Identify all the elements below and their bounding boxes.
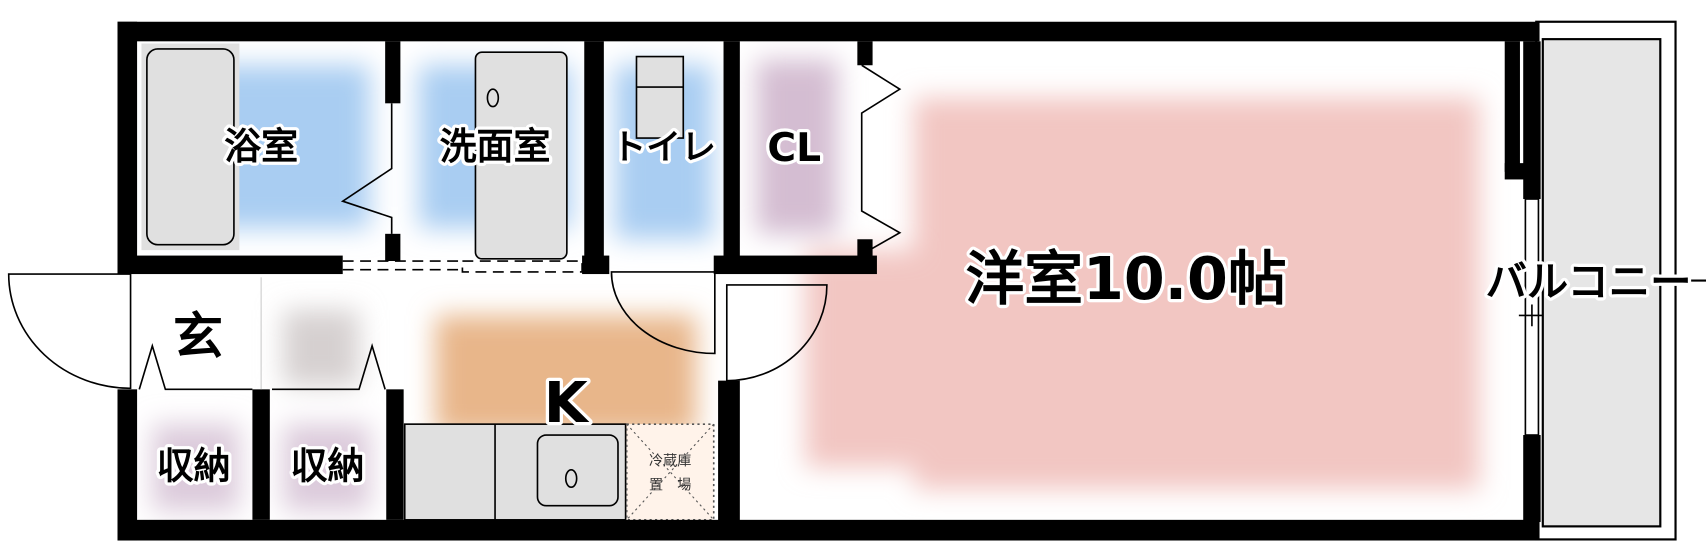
bath-label: 浴室	[224, 125, 298, 168]
fridge-space	[625, 423, 715, 521]
room-door	[725, 284, 828, 382]
entrance-label: 玄	[173, 307, 223, 365]
toilet	[635, 55, 685, 139]
entrance-door	[7, 273, 132, 390]
washbasin	[474, 51, 568, 260]
doors	[7, 64, 1543, 436]
western-room-label: 洋室10.0帖	[965, 244, 1286, 313]
closet-label: CL	[767, 126, 821, 171]
balcony	[1535, 20, 1706, 541]
sink	[536, 434, 619, 507]
kitchen-label: K	[544, 370, 590, 436]
storage-door-1	[138, 343, 253, 391]
storage-1-label: 収納	[157, 445, 231, 488]
storage-door-2	[272, 343, 386, 391]
walls	[117, 21, 1541, 541]
fridge-space-label-2: 置 場	[649, 477, 691, 493]
storage-2-label: 収納	[291, 445, 365, 488]
toilet-door	[610, 271, 716, 355]
sliding-door	[342, 260, 583, 273]
balcony-label: バルコニー	[1486, 258, 1692, 306]
fixtures	[141, 43, 715, 521]
fridge-space-label-1: 冷蔵庫	[649, 452, 691, 469]
toilet-label: トイレ	[611, 128, 715, 168]
bath-folding-door	[340, 103, 393, 234]
washroom-label: 洗面室	[440, 125, 551, 168]
closet-folding-door	[860, 64, 902, 256]
